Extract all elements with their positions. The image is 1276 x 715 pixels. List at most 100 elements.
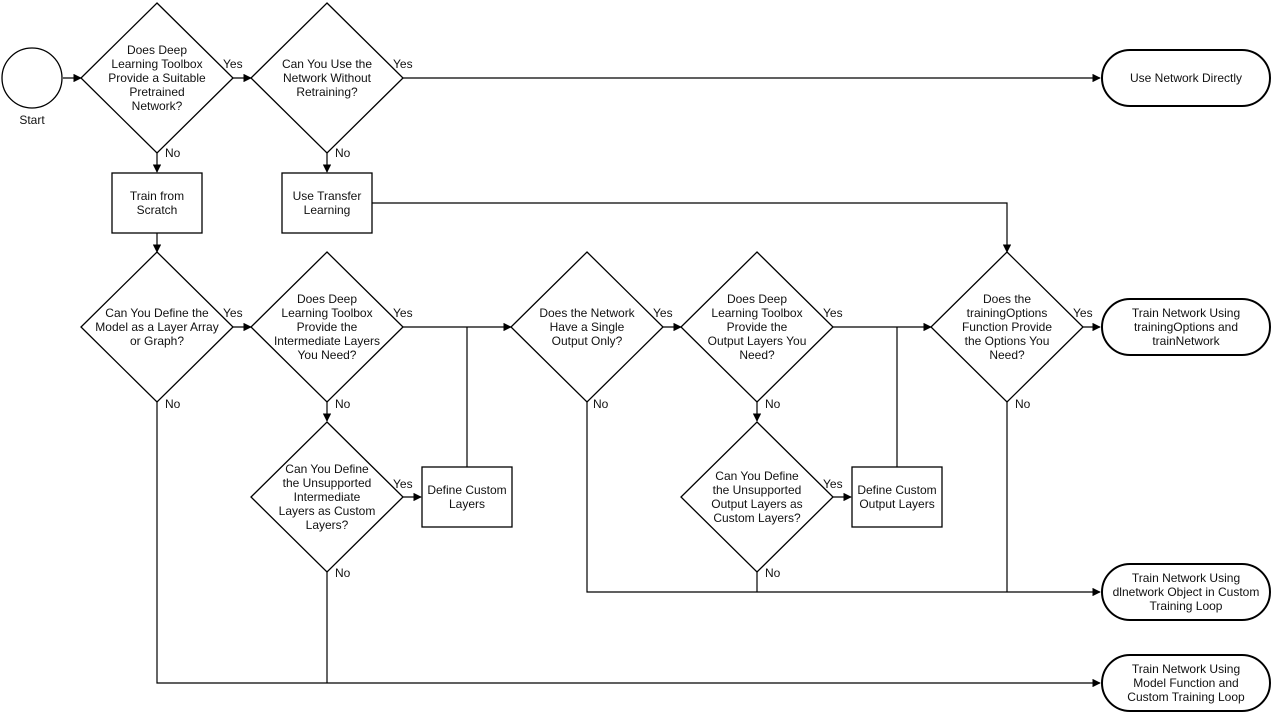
label-line: trainingOptions and	[1134, 320, 1238, 334]
label-line: Output Layers You	[708, 334, 807, 348]
label-line: Train Network Using	[1132, 571, 1240, 585]
label-line: Need?	[989, 348, 1025, 362]
label-line: Use Network Directly	[1130, 71, 1242, 85]
yes-label: Yes	[823, 306, 843, 320]
label-line: Retraining?	[296, 85, 358, 99]
connectors	[63, 73, 1101, 688]
label-line: Does the	[983, 292, 1031, 306]
label-line: Train Network Using	[1132, 662, 1240, 676]
label-line: the Options You	[965, 334, 1050, 348]
label-line: Layers?	[306, 518, 349, 532]
label-line: Define Custom	[427, 483, 506, 497]
yes-label: Yes	[653, 306, 673, 320]
label-line: Scratch	[137, 203, 178, 217]
edge-d6-no	[586, 402, 1101, 597]
edge-d3-no	[156, 402, 1101, 688]
label-line: Does Deep	[297, 292, 357, 306]
no-label: No	[165, 397, 181, 411]
label-line: Function Provide	[962, 320, 1052, 334]
label-line: dlnetwork Object in Custom	[1113, 585, 1260, 599]
label-line: Training Loop	[1150, 599, 1223, 613]
label-line: Does Deep	[727, 292, 787, 306]
label-line: Network Without	[283, 71, 372, 85]
label-line: Output Layers	[859, 497, 934, 511]
no-label: No	[335, 146, 351, 160]
yes-label: Yes	[393, 477, 413, 491]
label-line: Provide the	[727, 320, 788, 334]
label-line: Provide a Suitable	[108, 71, 206, 85]
no-label: No	[335, 397, 351, 411]
label-line: Learning	[304, 203, 351, 217]
label-line: You Need?	[298, 348, 357, 362]
label-line: the Unsupported	[713, 483, 802, 497]
label-line: Intermediate	[294, 490, 361, 504]
terminal-use-network-directly: Use Network Directly	[1101, 49, 1271, 107]
yes-label: Yes	[223, 57, 243, 71]
label-line: Learning Toolbox	[711, 306, 802, 320]
terminal-use-network-directly-text: Use Network Directly	[1130, 71, 1242, 85]
label-line: Layers	[449, 497, 485, 511]
yes-label: Yes	[223, 306, 243, 320]
label-line: Have a Single	[550, 320, 625, 334]
label-line: Model Function and	[1133, 676, 1238, 690]
label-line: Custom Training Loop	[1127, 690, 1245, 704]
start-node	[1, 47, 63, 109]
label-line: Use Transfer	[293, 189, 362, 203]
yes-label: Yes	[393, 57, 413, 71]
yes-label: Yes	[1073, 306, 1093, 320]
label-line: Does the Network	[539, 306, 635, 320]
no-label: No	[1015, 397, 1031, 411]
label-line: Learning Toolbox	[111, 57, 202, 71]
edge-transfer-to-d9	[372, 202, 1012, 253]
label-line: Model as a Layer Array	[95, 320, 218, 334]
label-line: Output Only?	[552, 334, 623, 348]
label-line: Provide the	[297, 320, 358, 334]
no-label: No	[335, 566, 351, 580]
label-line: Intermediate Layers	[274, 334, 380, 348]
label-line: Network?	[132, 99, 183, 113]
label-line: Can You Define	[715, 469, 799, 483]
label-line: Can You Define the	[105, 306, 209, 320]
label-line: Train from	[130, 189, 184, 203]
label-line: Custom Layers?	[713, 511, 801, 525]
label-line: Train Network Using	[1132, 306, 1240, 320]
no-label: No	[765, 566, 781, 580]
label-line: Define Custom	[857, 483, 936, 497]
label-line: Can You Define	[285, 462, 369, 476]
start-label: Start	[19, 113, 45, 127]
label-line: trainingOptions	[967, 306, 1048, 320]
label-line: or Graph?	[130, 334, 184, 348]
label-line: Need?	[739, 348, 775, 362]
label-line: Can You Use the	[282, 57, 372, 71]
no-label: No	[765, 397, 781, 411]
